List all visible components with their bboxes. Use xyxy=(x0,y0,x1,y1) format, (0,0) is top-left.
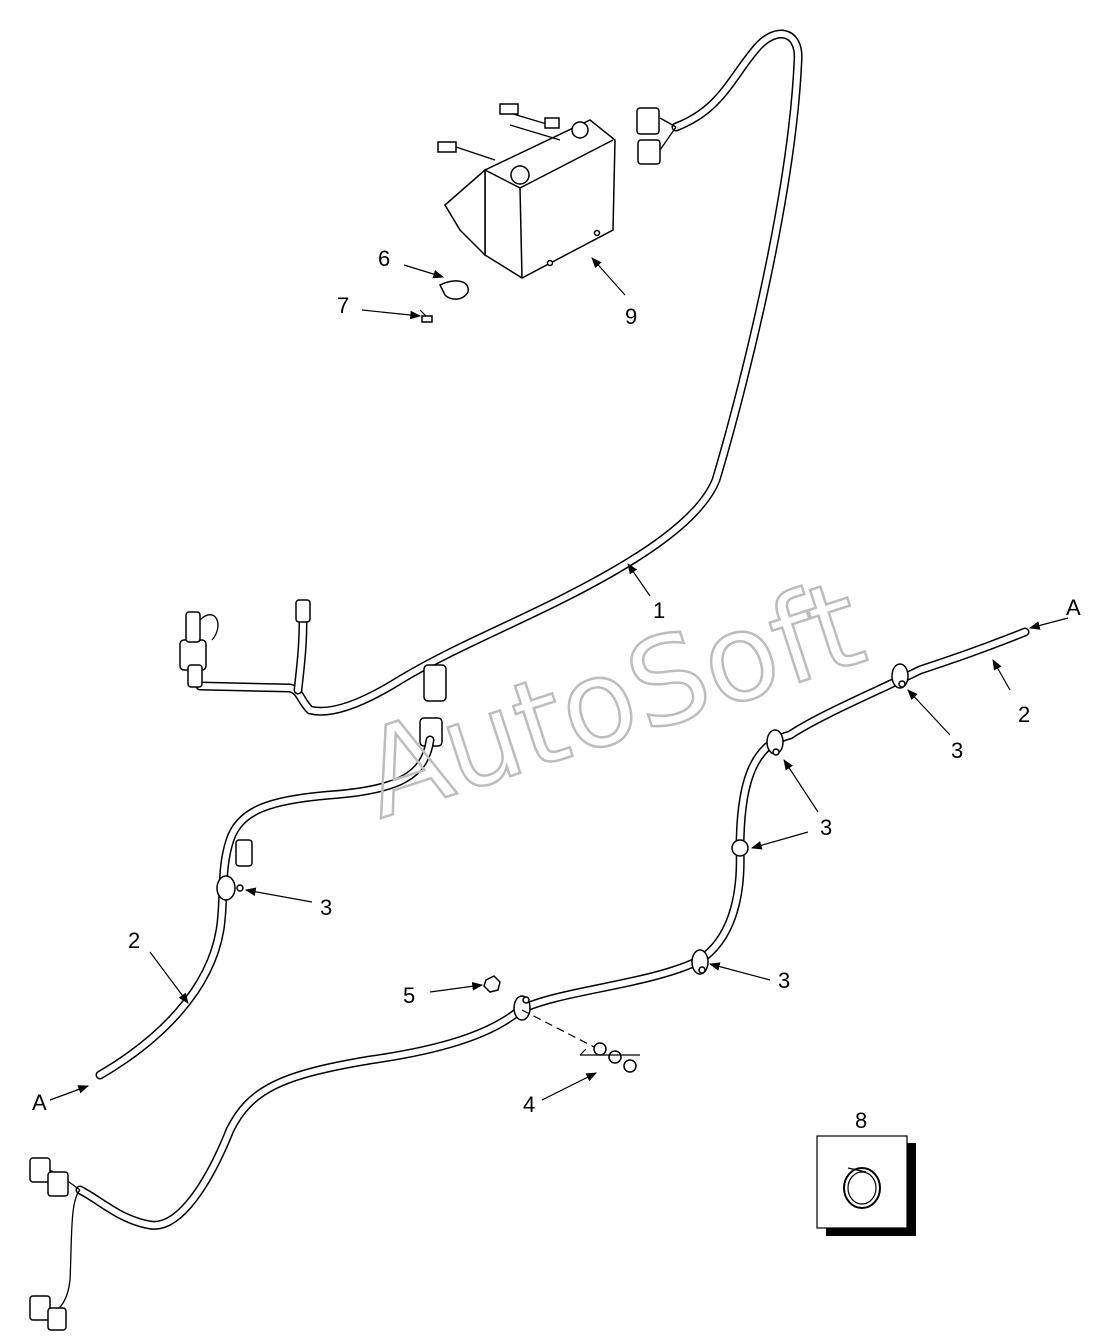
screw-7 xyxy=(419,309,433,323)
callout-1: 1 xyxy=(653,598,665,623)
callout-8: 8 xyxy=(855,1108,867,1133)
washers-4 xyxy=(521,1009,640,1073)
clip-3-e xyxy=(216,875,236,901)
callout-labels: 1 2 2 3 3 3 3 4 5 6 7 8 9 A A xyxy=(32,246,1081,1133)
callout-3-top: 3 xyxy=(951,738,963,763)
inset-8-box xyxy=(816,1135,916,1236)
callout-4: 4 xyxy=(523,1092,535,1117)
harness-1 xyxy=(179,29,803,747)
clips xyxy=(216,663,909,1021)
callout-5: 5 xyxy=(403,983,415,1008)
callout-9: 9 xyxy=(625,304,637,329)
connection-a-bottom: A xyxy=(32,1090,47,1115)
callout-6: 6 xyxy=(378,246,390,271)
sensor-left xyxy=(179,611,219,688)
callout-3-mid: 3 xyxy=(820,815,832,840)
callout-2-right: 2 xyxy=(1018,702,1030,727)
control-box xyxy=(437,103,616,279)
callout-3-left: 3 xyxy=(320,895,332,920)
connection-a-top: A xyxy=(1066,595,1081,620)
watermark: AutoSoft xyxy=(346,554,879,845)
small-connector xyxy=(295,599,311,623)
callout-2-left: 2 xyxy=(128,928,140,953)
nut-5 xyxy=(483,975,501,993)
bracket-6 xyxy=(438,280,469,300)
callout-7: 7 xyxy=(337,293,349,318)
harness-2-right xyxy=(29,627,1030,1331)
callout-3-lower: 3 xyxy=(778,968,790,993)
clip-3-c xyxy=(731,839,749,857)
leader-lines xyxy=(49,257,1069,1101)
